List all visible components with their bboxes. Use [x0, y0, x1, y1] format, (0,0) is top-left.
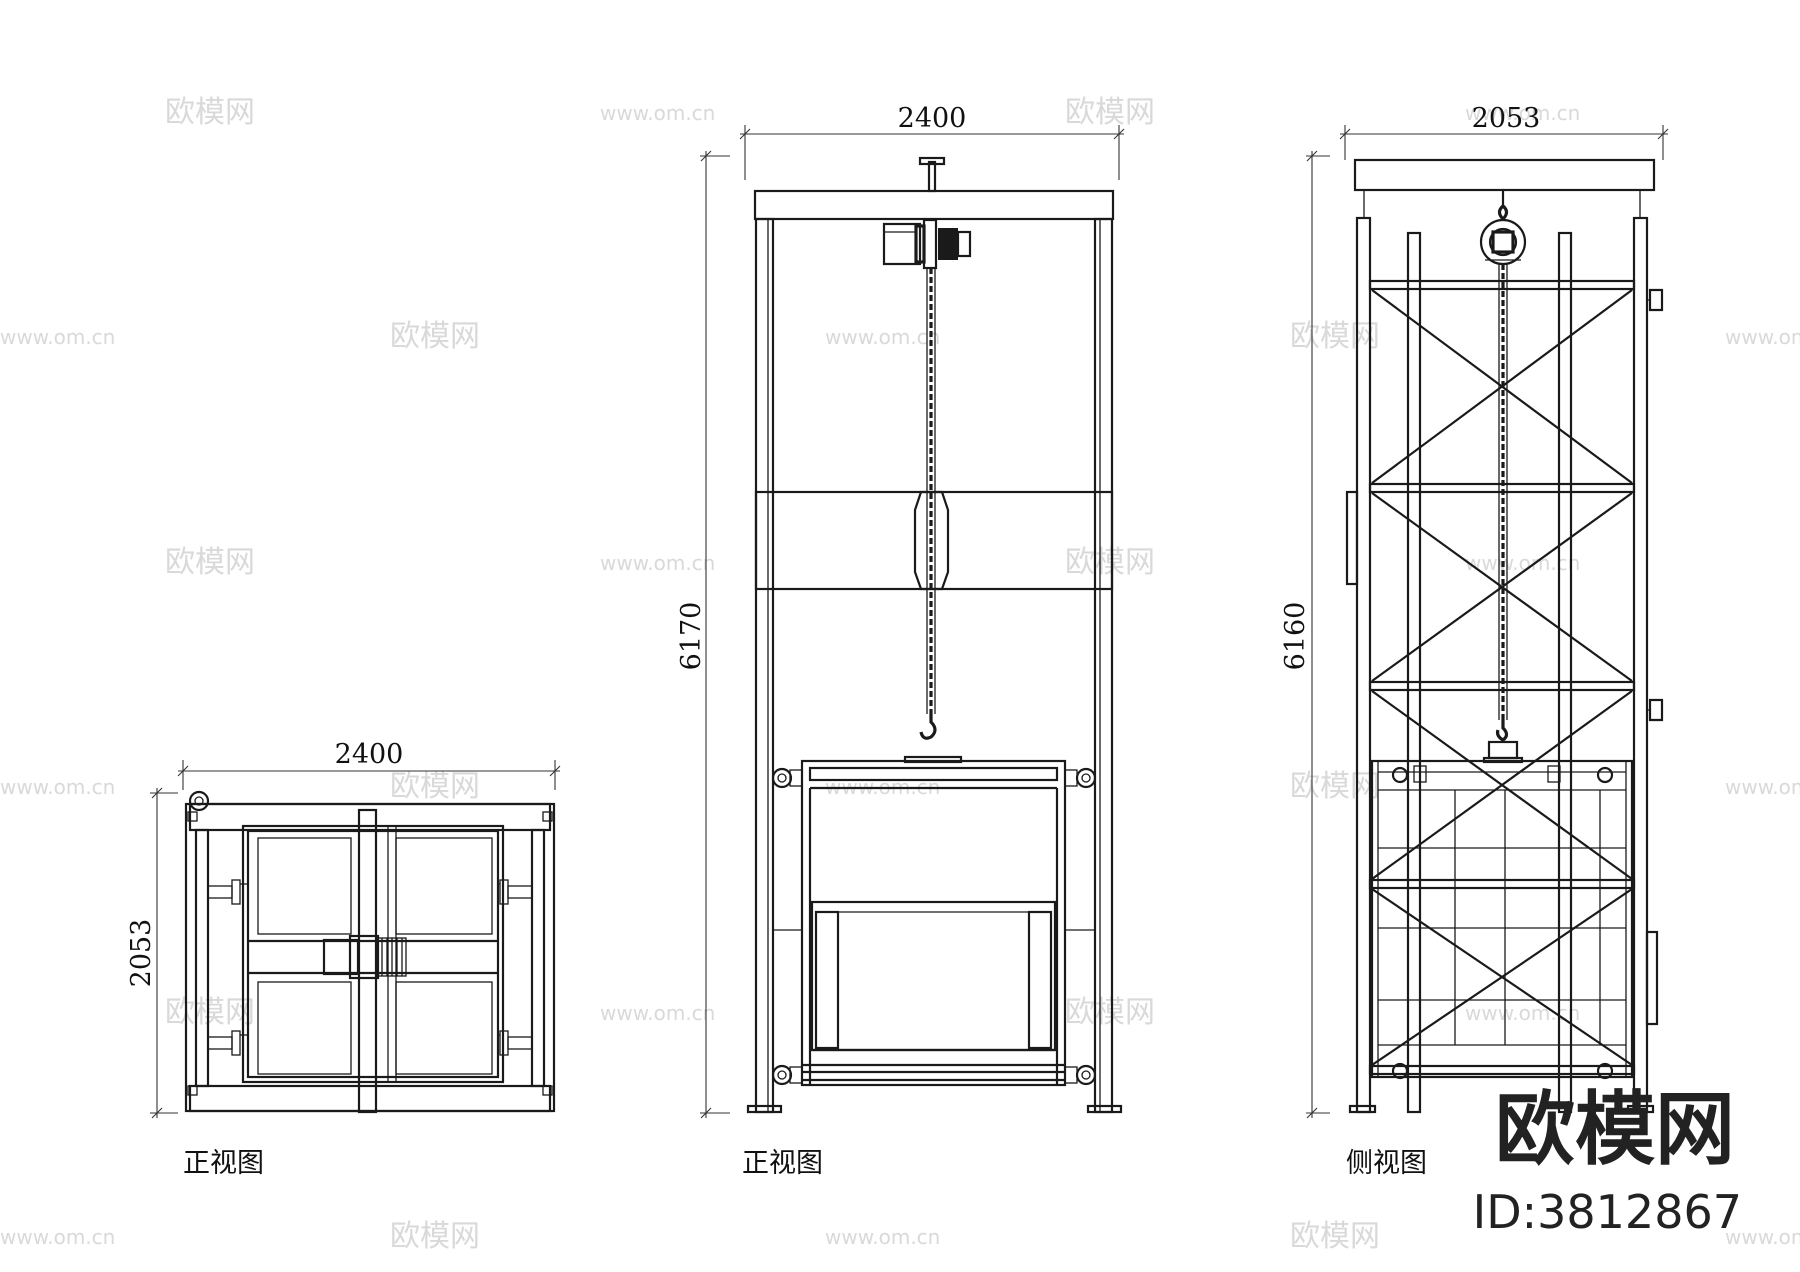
watermark-brand: 欧模网 [1065, 545, 1155, 580]
top-view-height-dimension: 2053 [126, 787, 178, 1119]
side-view-width-label: 2053 [1472, 103, 1541, 134]
side-view-height-dimension: 6160 [1280, 150, 1330, 1119]
watermark-brand: 欧模网 [165, 995, 255, 1030]
watermark-site: www.om.cn [1725, 775, 1800, 799]
watermark-site: www.om.cn [0, 775, 115, 799]
watermark-brand: 欧模网 [390, 769, 480, 804]
watermark-site: www.om.cn [0, 1225, 115, 1249]
watermark-brand: 欧模网 [390, 319, 480, 354]
front-view-width-dimension: 2400 [739, 103, 1125, 180]
watermark-brand: 欧模网 [1290, 769, 1380, 804]
brand-block: 欧模网 ID:3812867 [1473, 1083, 1742, 1239]
top-view-width-dimension: 2400 [177, 739, 561, 790]
brand-id-label: ID:3812867 [1473, 1185, 1742, 1239]
top-view-height-label: 2053 [126, 919, 157, 988]
side-view-caption: 侧视图 [1346, 1148, 1427, 1179]
watermark-brand: 欧模网 [1290, 1219, 1380, 1254]
side-view: 2053 6160 [1280, 103, 1669, 1179]
watermark-site: www.om.cn [1725, 325, 1800, 349]
watermark-brand: 欧模网 [165, 545, 255, 580]
watermark-site: www.om.cn [1465, 101, 1580, 125]
front-view: 2400 6170 [676, 103, 1125, 1179]
top-view-width-label: 2400 [335, 739, 404, 770]
watermark-site: www.om.cn [600, 101, 715, 125]
watermark-brand: 欧模网 [390, 1219, 480, 1254]
watermark-brand: 欧模网 [165, 95, 255, 130]
watermark-site: www.om.cn [0, 325, 115, 349]
watermark-site: www.om.cn [825, 1225, 940, 1249]
front-view-height-label: 6170 [676, 602, 707, 671]
watermark-site: www.om.cn [825, 325, 940, 349]
watermark-site: www.om.cn [600, 1001, 715, 1025]
side-view-width-dimension: 2053 [1339, 103, 1669, 160]
brand-logo-text: 欧模网 [1495, 1083, 1735, 1176]
watermark-site: www.om.cn [1725, 1225, 1800, 1249]
watermark-brand: 欧模网 [1065, 995, 1155, 1030]
front-view-height-dimension: 6170 [676, 150, 730, 1119]
watermark-brand: 欧模网 [1065, 95, 1155, 130]
side-view-height-label: 6160 [1280, 602, 1311, 671]
front-view-width-label: 2400 [898, 103, 967, 134]
top-view-caption: 正视图 [183, 1148, 264, 1179]
front-view-caption: 正视图 [742, 1148, 823, 1179]
watermark-site: www.om.cn [1465, 1001, 1580, 1025]
watermark-brand: 欧模网 [1290, 319, 1380, 354]
top-view: 2400 2053 [126, 739, 561, 1179]
watermark-site: www.om.cn [600, 551, 715, 575]
